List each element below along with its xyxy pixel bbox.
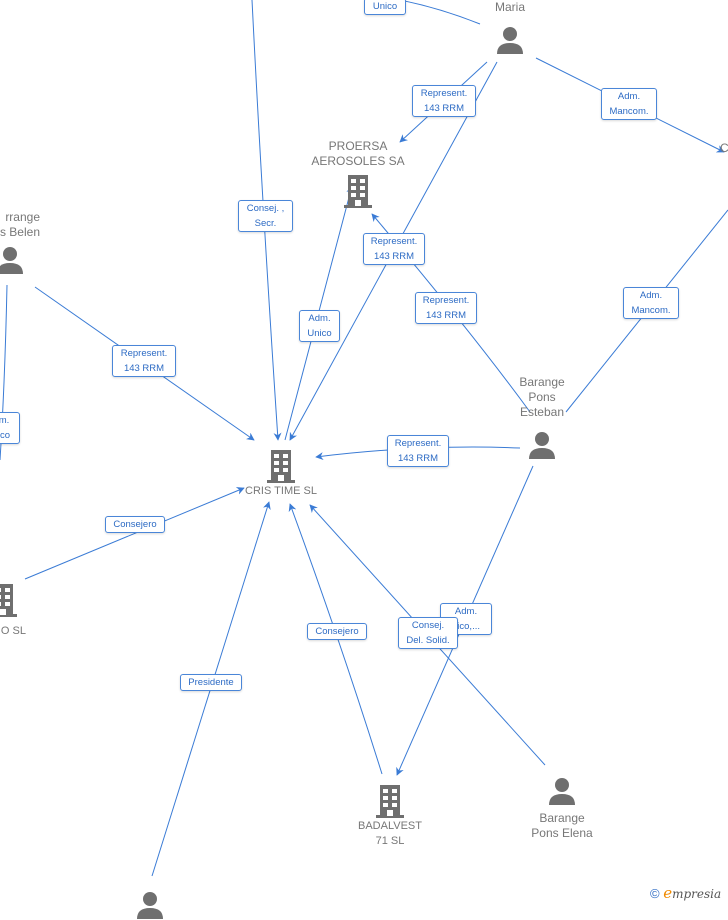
edge-label-adm-unico-partial[interactable]: m. ico [0,412,20,444]
edge-label-text: Adm. [617,91,641,102]
edge-label-text: m. [0,415,10,426]
building-icon [264,448,298,484]
node-label-line3: Esteban [519,405,565,419]
node-label-line2: Pons Elena [531,826,593,840]
person-icon [547,776,577,806]
edge-label-adm-mancom[interactable]: Adm. Mancom. [623,287,679,319]
edge-label-text: Consej. , [246,203,285,214]
edge-label-represent[interactable]: Represent. 143 RRM [112,345,176,377]
edge-label-text: Secr. [254,218,277,229]
node-maria[interactable]: Maria [480,0,540,55]
edge-label-text: nico,... [452,621,480,632]
edge-label-represent[interactable]: Represent. 143 RRM [363,233,425,265]
node-belen[interactable]: rrange s Belen [0,210,40,275]
brand-initial: e [663,884,673,902]
node-bottom-person[interactable] [135,890,165,920]
edge-label-text: Unico [307,328,332,339]
node-c-partial[interactable]: C [720,141,728,156]
node-label-line1: Barange [519,375,565,389]
edge-label-text: Presidente [188,677,234,688]
edge-label-represent[interactable]: Represent. 143 RRM [387,435,449,467]
edge-label-text: Represent. [370,236,418,247]
edge-label-represent[interactable]: Represent. 143 RRM [415,292,477,324]
brand-name: mpresia [672,887,722,901]
edge-label-consejero[interactable]: Consejero [105,516,165,533]
edge-label-text: 143 RRM [423,103,465,114]
node-proersa[interactable]: PROERSA AEROSOLES SA [300,139,416,209]
person-icon [495,25,525,55]
node-label: CRIS TIME SL [245,485,317,497]
copyright-icon: © [650,886,660,901]
building-icon [0,582,20,618]
edge-label-text: Consej. [411,620,445,631]
edge-label-text: ico [0,430,11,441]
edge-label-text: Represent. [120,348,168,359]
node-label: C [720,141,728,155]
node-label-line2: Pons [528,390,556,404]
node-label-line1: BADALVEST [358,820,422,832]
edge-label-text: 143 RRM [425,310,467,321]
edge-label-text: Consejero [315,626,359,637]
node-elena[interactable]: Barange Pons Elena [522,776,602,841]
edge-label-adm-mancom[interactable]: Adm. Mancom. [601,88,657,120]
edge-label-text: Represent. [394,438,442,449]
node-label-line1: PROERSA [328,139,388,153]
edge-label-adm-unico[interactable]: Adm. Unico [299,310,340,342]
edge-label-text: Mancom. [609,106,649,117]
node-o-sl[interactable]: O SL [0,582,40,639]
node-label-line2: AEROSOLES SA [311,154,405,168]
person-icon [527,430,557,460]
edge-label-text: Adm. [639,290,663,301]
node-cris-time[interactable]: CRIS TIME SL [236,448,326,499]
edge-label-text: Consejero [113,519,157,530]
person-icon [135,890,165,920]
edge-label-text: Represent. [420,88,468,99]
edge-label-text: Del. Solid. [406,635,450,646]
edge-label-text: Represent. [422,295,470,306]
node-label-line1: rrange [5,210,40,224]
person-icon [0,245,25,275]
edge-label-consej-secr[interactable]: Consej. , Secr. [238,200,293,232]
edge-label-text: Adm. [308,313,331,324]
edge-label-text: 143 RRM [123,363,165,374]
copyright-footer: © empresia [650,884,721,902]
edge-label-consej-del-solid[interactable]: Consej. Del. Solid. [398,617,458,649]
edge-label-consejero[interactable]: Consejero [307,623,367,640]
node-label-line2: s Belen [0,225,40,239]
edge-label-text: Unico [372,1,398,12]
building-icon [373,783,407,819]
building-icon [341,173,375,209]
node-label: Maria [494,0,525,14]
edge-label-text: 143 RRM [397,453,439,464]
edge-label-represent[interactable]: Represent. 143 RRM [412,85,476,117]
edge-label-presidente[interactable]: Presidente [180,674,242,691]
edge-label-text: Mancom. [631,305,671,316]
node-badalvest[interactable]: BADALVEST 71 SL [348,783,432,849]
node-label-line2: 71 SL [375,835,405,847]
node-esteban[interactable]: Barange Pons Esteban [507,375,577,460]
edge-label-text: 143 RRM [373,251,415,262]
brand-logo: empresia [663,884,722,902]
edge-label-text: Adm. [454,606,478,617]
node-label-line1: Barange [539,811,585,825]
edge-label-unico-top[interactable]: Unico [364,0,406,15]
node-label: O SL [0,625,26,637]
